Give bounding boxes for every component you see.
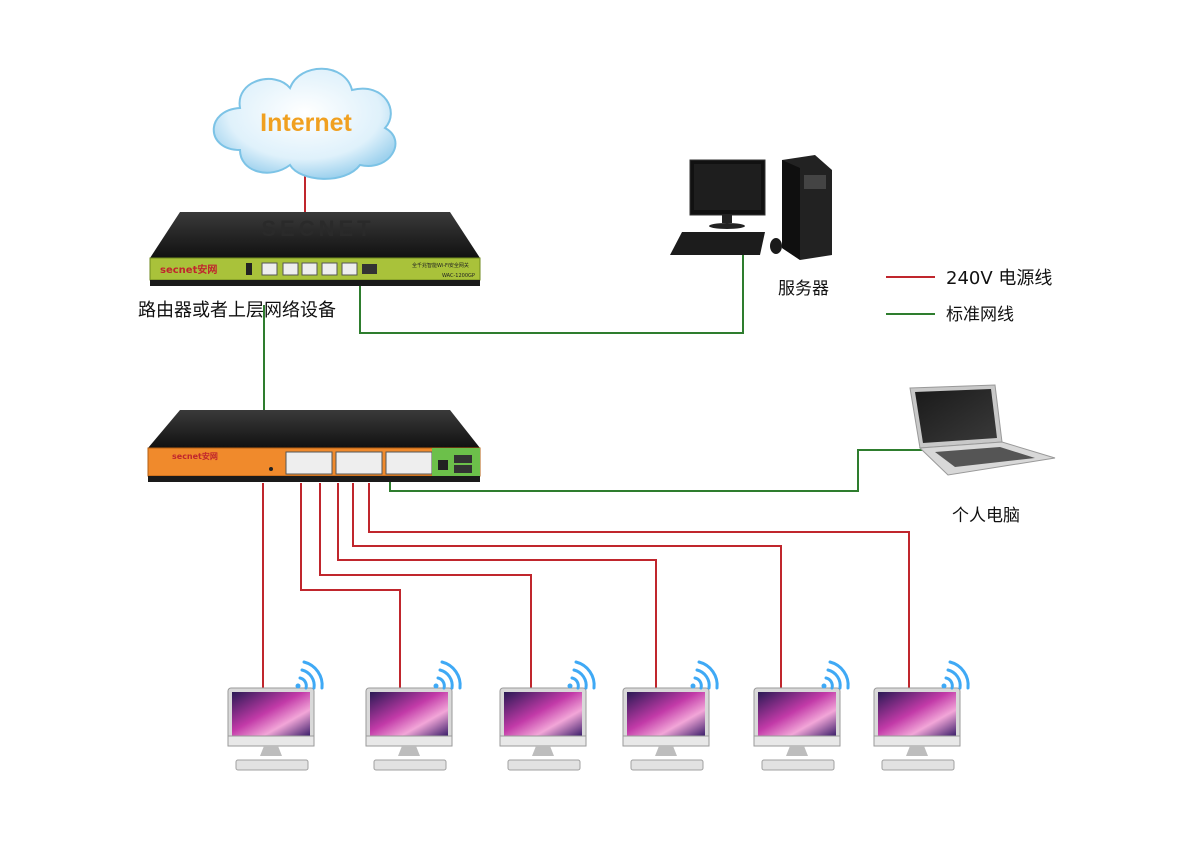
router-model-code: WAC-1200GP (442, 273, 475, 279)
server-icon (670, 155, 832, 260)
imac-wifi-icon (622, 660, 719, 771)
wifi-icon (567, 660, 596, 690)
switch-ports (285, 451, 433, 475)
cable-router-server (359, 255, 744, 334)
cable-client-2 (300, 483, 401, 688)
cloud-label: Internet (260, 109, 352, 137)
router-caption: 路由器或者上层网络设备 (138, 300, 336, 321)
cable-client-5 (352, 483, 782, 688)
legend-network-label: 标准网线 (946, 305, 1014, 325)
switch-device: secnet安网 (147, 410, 481, 482)
imac-wifi-icon (753, 660, 850, 771)
imac-wifi-icon (873, 660, 970, 771)
wifi-icon (690, 660, 719, 690)
cable-switch-laptop (389, 449, 925, 492)
router-brand: secnet安网 (160, 263, 217, 276)
wifi-icon (941, 660, 970, 690)
router-device: SECNET secnet安网 全千兆智能Wi-Fi安全网关 WAC-1200G… (149, 212, 481, 286)
router-ports (261, 262, 358, 276)
network-cables (263, 255, 925, 492)
cable-client-6 (368, 483, 910, 688)
imac-wifi-icon (365, 660, 462, 771)
imac-wifi-icon (227, 660, 324, 771)
client-computers (227, 660, 970, 771)
power-cables (262, 165, 910, 688)
laptop-label: 个人电脑 (952, 506, 1020, 526)
server-label: 服务器 (778, 279, 829, 299)
laptop-icon (909, 384, 1056, 476)
wifi-icon (433, 660, 462, 690)
router-model-line1: 全千兆智能Wi-Fi安全网关 (412, 262, 469, 269)
switch-brand: secnet安网 (172, 451, 218, 461)
cable-client-3 (319, 483, 532, 688)
imac-wifi-icon (499, 660, 596, 771)
cable-client-4 (337, 483, 657, 688)
svg-text:SECNET: SECNET (261, 216, 374, 241)
internet-cloud-icon: Internet (212, 67, 397, 180)
legend-power-label: 240V 电源线 (946, 268, 1052, 289)
legend: 240V 电源线 标准网线 (886, 268, 1052, 325)
wifi-icon (295, 660, 324, 690)
wifi-icon (821, 660, 850, 690)
